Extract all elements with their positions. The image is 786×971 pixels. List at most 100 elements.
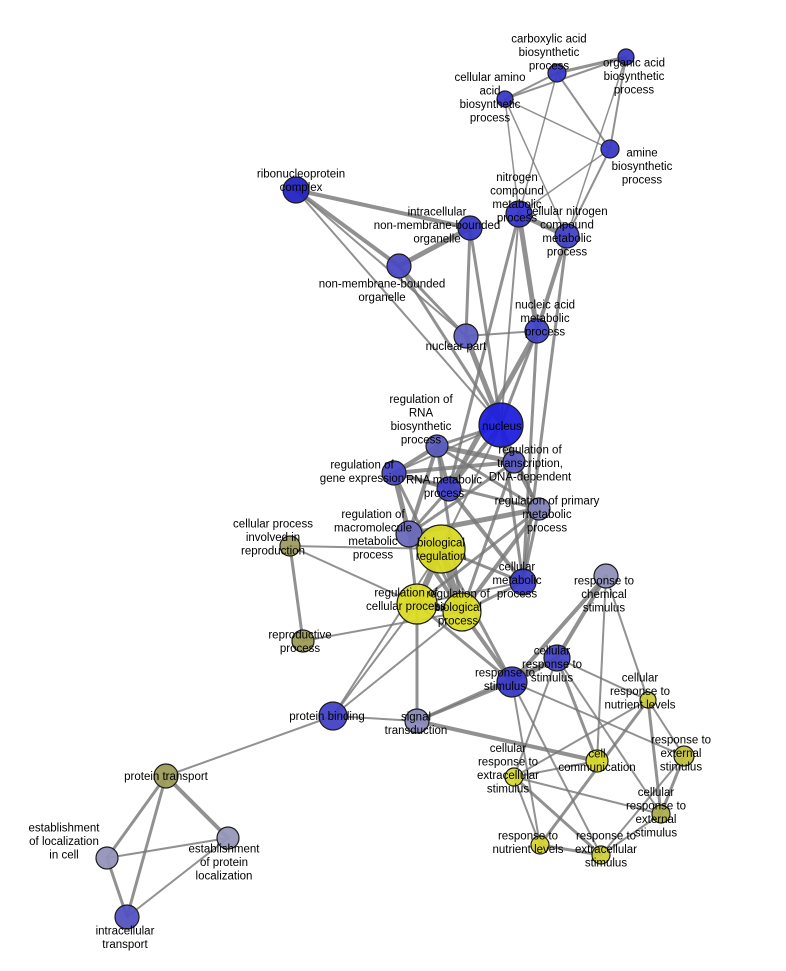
graph-node-nucleicacid[interactable] bbox=[524, 318, 550, 344]
graph-node-reggene[interactable] bbox=[381, 460, 407, 486]
graph-node-regrna[interactable] bbox=[425, 434, 449, 458]
graph-edge-rnp--intranmb bbox=[294, 188, 472, 230]
graph-node-sigtrans[interactable] bbox=[404, 708, 430, 734]
graph-node-cellrespext[interactable] bbox=[651, 804, 671, 824]
graph-node-cellmetab[interactable] bbox=[509, 568, 537, 596]
graph-edge-carbox--amine bbox=[556, 72, 611, 150]
graph-node-carbox[interactable] bbox=[547, 63, 567, 83]
graph-edge-protbind--prottrans bbox=[165, 715, 334, 777]
graph-edge-repro--regbio bbox=[302, 611, 463, 642]
graph-edge-establoc--estabprot bbox=[106, 837, 229, 859]
node-label-nucleus: nucleus bbox=[482, 421, 522, 433]
graph-node-estabprot[interactable] bbox=[216, 826, 240, 850]
graph-node-establoc[interactable] bbox=[95, 846, 119, 870]
graph-node-organic[interactable] bbox=[617, 48, 635, 66]
graph-edge-intranmb--nuclearpart bbox=[464, 226, 472, 338]
graph-edge-cellnitro--nucleicacid bbox=[535, 234, 569, 333]
graph-edge-cellrepro--bioreg bbox=[289, 545, 442, 550]
graph-edge-nmborg--nucleus bbox=[397, 264, 503, 427]
graph-node-respstim[interactable] bbox=[496, 666, 528, 698]
graph-node-respextra[interactable] bbox=[591, 845, 611, 865]
edges-layer bbox=[105, 55, 686, 919]
graph-edge-organic--amino bbox=[504, 56, 627, 100]
graph-node-amine[interactable] bbox=[600, 139, 620, 159]
graph-node-amino[interactable] bbox=[496, 90, 514, 108]
graph-node-regbio[interactable] bbox=[442, 592, 482, 632]
graph-node-cellcomm[interactable] bbox=[585, 749, 609, 773]
graph-node-rnametab[interactable] bbox=[436, 476, 462, 502]
graph-node-cellrespextra[interactable] bbox=[504, 767, 524, 787]
node-label-protbind: protein binding bbox=[289, 711, 364, 723]
graph-edge-regrna--regmacro bbox=[407, 444, 439, 536]
graph-edge-respext--respstim bbox=[511, 681, 685, 757]
graph-node-cellnitro[interactable] bbox=[554, 223, 580, 249]
graph-edge-rnametab--cellmetab bbox=[447, 487, 525, 584]
graph-edge-nitrogen--nucleus bbox=[500, 213, 520, 426]
graph-edge-nitrogen--nucleicacid bbox=[516, 211, 540, 334]
nodes-layer bbox=[95, 48, 695, 930]
graph-edge-respextra--cellrespextra bbox=[512, 775, 603, 857]
graph-edge-prottrans--intratrans bbox=[125, 774, 168, 919]
graph-node-nmborg[interactable] bbox=[386, 253, 412, 279]
graph-node-nucleus[interactable] bbox=[478, 402, 524, 448]
node-label-nuclearpart: nuclear part bbox=[426, 341, 488, 353]
graph-node-bioreg[interactable] bbox=[416, 524, 466, 574]
graph-edge-respext--respextra bbox=[600, 755, 685, 856]
graph-edge-protbind--regbio bbox=[332, 611, 463, 717]
graph-edge-respnut--respstim bbox=[511, 681, 541, 846]
graph-edge-organic--amine bbox=[609, 56, 627, 150]
graph-edge-respchem--cellcomm bbox=[596, 575, 607, 762]
graph-edge-carbox--nitrogen bbox=[518, 72, 558, 215]
graph-node-nitrogen[interactable] bbox=[505, 200, 533, 228]
graph-edge-protbind--regcell bbox=[332, 603, 418, 717]
graph-edge-regrna--regtrans bbox=[434, 443, 517, 465]
graph-edge-regprimary--regcell bbox=[415, 507, 541, 606]
graph-edge-cellrespstim--cellrespextra bbox=[513, 657, 558, 778]
graph-node-respchem[interactable] bbox=[593, 563, 619, 589]
graph-edge-rnp--nucleus bbox=[295, 189, 502, 426]
graph-edge-carbox--organic bbox=[555, 55, 628, 75]
graph-edge-nmborg--nuclearpart bbox=[397, 264, 468, 338]
graph-node-nuclearpart[interactable] bbox=[453, 323, 479, 349]
graph-node-repro[interactable] bbox=[291, 629, 315, 653]
graph-node-regtrans[interactable] bbox=[502, 450, 526, 474]
graph-edge-cellrespstim--sigtrans bbox=[415, 656, 559, 723]
graph-node-regprimary[interactable] bbox=[527, 497, 551, 521]
graph-node-cellrepro[interactable] bbox=[279, 535, 301, 557]
graph-node-regcell[interactable] bbox=[396, 583, 438, 625]
graph-node-prottrans[interactable] bbox=[153, 763, 179, 789]
graph-node-respnut[interactable] bbox=[530, 835, 550, 855]
graph-node-protbind[interactable] bbox=[318, 701, 348, 731]
graph-edge-cellrespnut--cellrespextra bbox=[513, 699, 649, 778]
graph-edge-cellnitro--cellmetab bbox=[521, 234, 569, 584]
graph-edge-cellrespnut--respnut bbox=[538, 698, 650, 847]
graph-node-cellrespstim[interactable] bbox=[543, 644, 571, 672]
graph-edge-regtrans--regmacro bbox=[407, 460, 516, 536]
graph-edge-regprimary--regbio bbox=[460, 507, 541, 614]
graph-edge-respextra--cellrespext bbox=[600, 813, 662, 856]
graph-node-respext[interactable] bbox=[673, 745, 695, 767]
graph-node-rnp[interactable] bbox=[282, 176, 310, 204]
graph-node-cellrespnut[interactable] bbox=[639, 691, 657, 709]
graph-node-intranmb[interactable] bbox=[457, 215, 483, 241]
graph-edge-cellrespnut--respext bbox=[647, 699, 685, 757]
graph-node-intratrans[interactable] bbox=[114, 904, 140, 930]
